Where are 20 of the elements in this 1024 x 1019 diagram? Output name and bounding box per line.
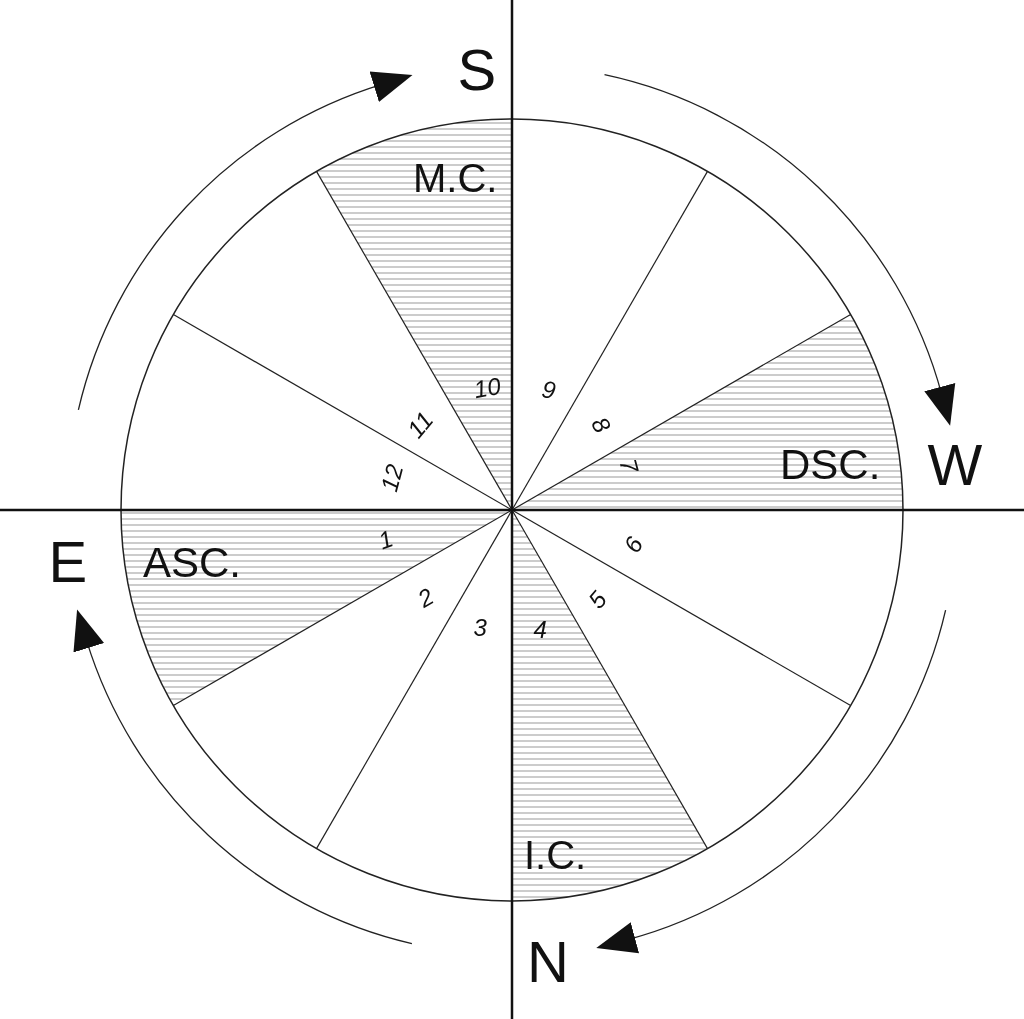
angle-label: M.C. bbox=[413, 158, 498, 198]
house-number: 9 bbox=[539, 377, 557, 403]
house-number: 12 bbox=[376, 462, 407, 494]
house-number: 1 bbox=[374, 526, 396, 554]
house-number: 8 bbox=[586, 413, 614, 437]
house-number: 3 bbox=[473, 616, 487, 640]
compass-letter: W bbox=[927, 436, 983, 494]
compass-letter: E bbox=[48, 533, 88, 591]
angle-label: I.C. bbox=[524, 835, 587, 875]
house-number: 11 bbox=[402, 407, 438, 443]
house-number: 10 bbox=[471, 373, 503, 403]
house-number: 4 bbox=[533, 618, 547, 642]
house-number: 6 bbox=[619, 533, 647, 557]
compass-letter: N bbox=[527, 933, 569, 991]
angle-label: DSC. bbox=[780, 444, 881, 486]
compass-letter: S bbox=[457, 41, 497, 99]
angle-label: ASC. bbox=[143, 542, 242, 584]
house-number: 7 bbox=[614, 456, 642, 476]
house-number: 2 bbox=[413, 584, 437, 612]
house-number: 5 bbox=[583, 587, 611, 613]
